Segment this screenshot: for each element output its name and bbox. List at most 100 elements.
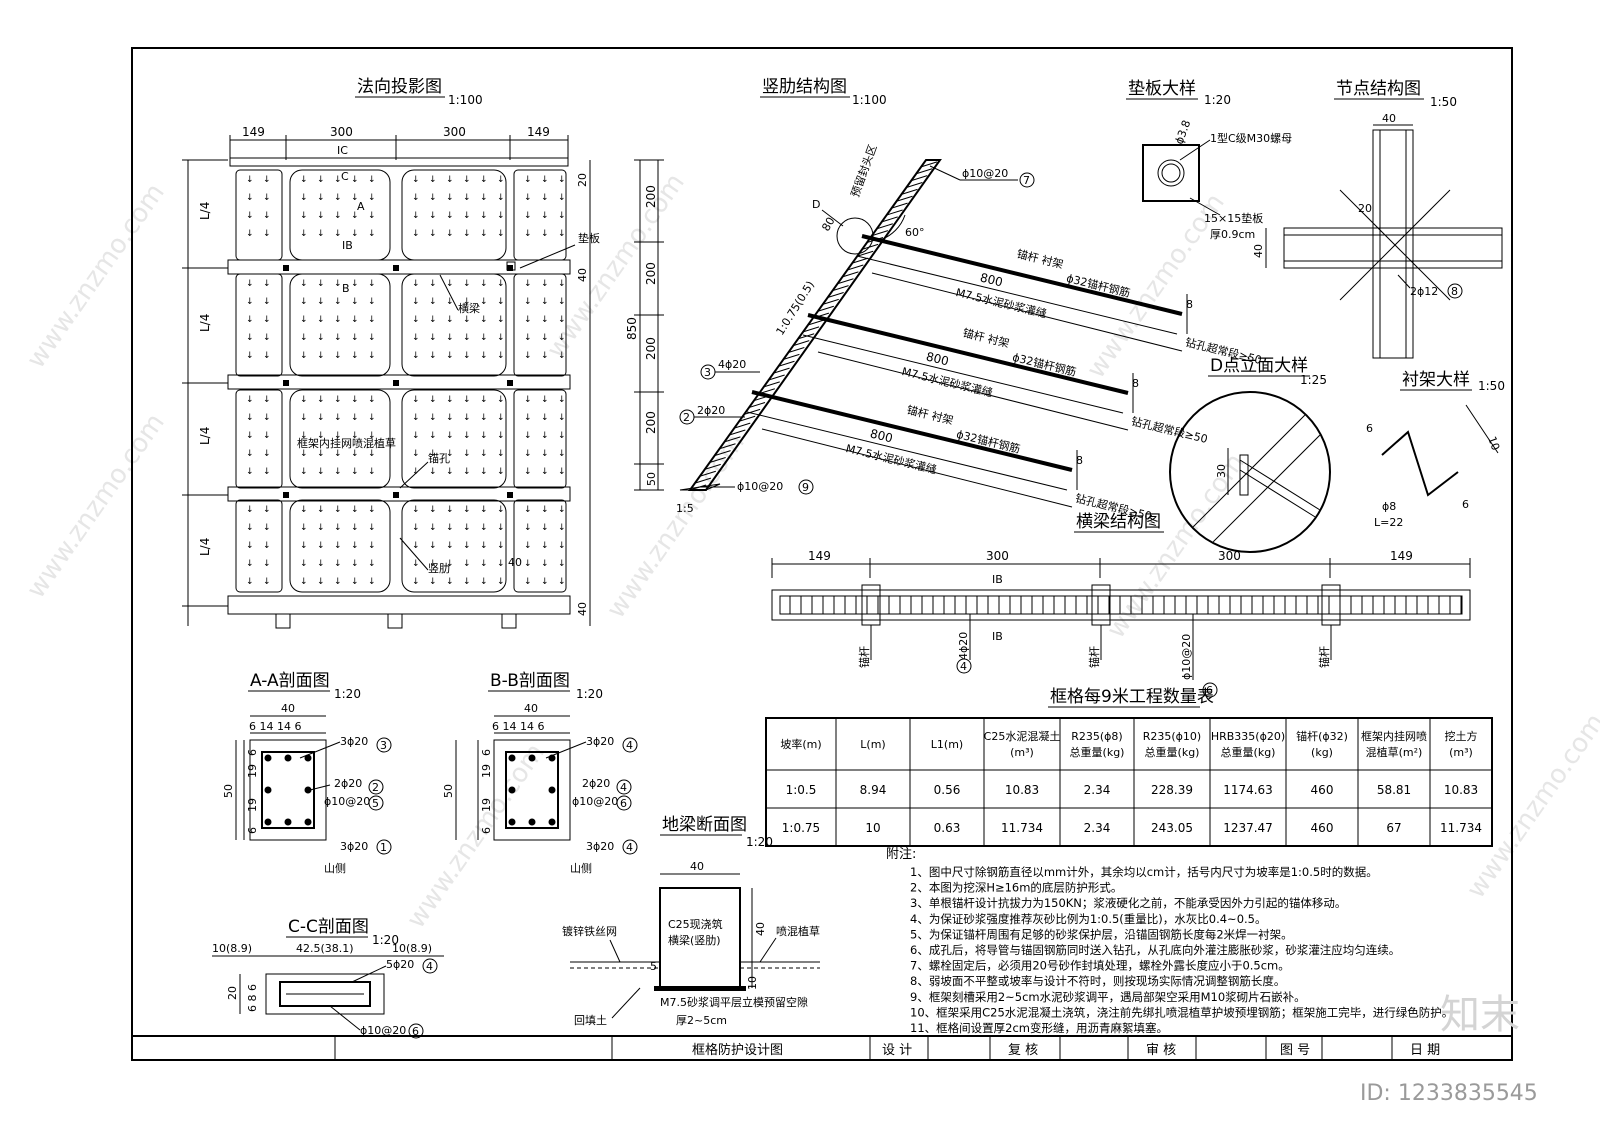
grass-symbol: ↓ bbox=[480, 541, 488, 551]
grass-symbol: ↓ bbox=[463, 211, 471, 221]
grass-symbol: ↓ bbox=[334, 413, 342, 423]
grass-symbol: ↓ bbox=[429, 577, 437, 587]
grass-symbol: ↓ bbox=[558, 333, 566, 343]
grass-symbol: ↓ bbox=[541, 431, 549, 441]
grass-symbol: ↓ bbox=[412, 467, 420, 477]
grass-symbol: ↓ bbox=[351, 211, 359, 221]
table-cell: 1:0.75 bbox=[782, 821, 820, 835]
grass-symbol: ↓ bbox=[412, 315, 420, 325]
node-d20: 20 bbox=[1358, 202, 1372, 215]
grass-symbol: ↓ bbox=[446, 395, 454, 405]
lining-title: 衬架大样 bbox=[1402, 370, 1470, 390]
grass-symbol: ↓ bbox=[300, 395, 308, 405]
rib-stirrup-line bbox=[802, 326, 820, 333]
grass-symbol: ↓ bbox=[463, 559, 471, 569]
grass-symbol: ↓ bbox=[541, 333, 549, 343]
grass-symbol: ↓ bbox=[429, 297, 437, 307]
anchor-length: 800 bbox=[979, 270, 1005, 289]
grass-symbol: ↓ bbox=[368, 541, 376, 551]
note-item: 8、弱坡面不平整或坡率与设计不符时，则按现场实际情况调整钢筋长度。 bbox=[910, 974, 1285, 988]
grass-symbol: ↓ bbox=[524, 577, 532, 587]
grass-symbol: ↓ bbox=[524, 175, 532, 185]
grass-symbol: ↓ bbox=[541, 211, 549, 221]
anchor-diameter: 8 bbox=[1186, 298, 1193, 311]
rib-stirrup-line bbox=[734, 422, 751, 429]
aa-b2: 2ϕ20 bbox=[334, 777, 362, 790]
anchor-node bbox=[507, 492, 513, 498]
rib-stirrup-line bbox=[920, 161, 938, 168]
dim-149-left: 149 bbox=[242, 125, 265, 139]
grass-symbol: ↓ bbox=[368, 467, 376, 477]
grass-symbol: ↓ bbox=[412, 175, 420, 185]
grass-symbol: ↓ bbox=[541, 449, 549, 459]
grass-symbol: ↓ bbox=[334, 577, 342, 587]
grass-symbol: ↓ bbox=[524, 193, 532, 203]
rib-stirrup-line bbox=[837, 278, 854, 285]
bb-hsub-mid1: 19 bbox=[480, 764, 493, 778]
grass-symbol: ↓ bbox=[412, 279, 420, 289]
table-cell: 460 bbox=[1311, 821, 1334, 835]
section-cc-scale: 1:20 bbox=[372, 933, 399, 947]
angle-60: 60° bbox=[905, 226, 925, 239]
pad-nut: 1型C级M30螺母 bbox=[1210, 131, 1292, 145]
grass-symbol: ↓ bbox=[317, 505, 325, 515]
aa-b3-no: 3 bbox=[380, 739, 387, 752]
grass-symbol: ↓ bbox=[524, 431, 532, 441]
grass-symbol: ↓ bbox=[412, 333, 420, 343]
frame-cell bbox=[289, 389, 391, 489]
dim-40-a: 40 bbox=[576, 268, 589, 282]
rib-stirrup-bottom: ϕ10@20 bbox=[737, 480, 783, 493]
table-cell: 228.39 bbox=[1151, 783, 1193, 797]
grass-symbol: ↓ bbox=[368, 523, 376, 533]
bb-side: 山侧 bbox=[570, 862, 592, 875]
grass-symbol: ↓ bbox=[351, 467, 359, 477]
rib-stirrup-line bbox=[694, 477, 712, 484]
grass-symbol: ↓ bbox=[317, 413, 325, 423]
grass-symbol: ↓ bbox=[317, 279, 325, 289]
label-hole: 锚孔 bbox=[428, 451, 450, 465]
grass-symbol: ↓ bbox=[300, 229, 308, 239]
grass-symbol: ↓ bbox=[334, 505, 342, 515]
note-item: 7、螺栓固定后，必须用20号砂作封填处理，螺栓外露长度应小于0.5cm。 bbox=[910, 959, 1290, 973]
table-header: (m³) bbox=[1010, 746, 1034, 759]
grass-symbol: ↓ bbox=[429, 351, 437, 361]
node-bar: 2ϕ12 bbox=[1410, 285, 1438, 298]
grass-symbol: ↓ bbox=[351, 333, 359, 343]
grass-symbol: ↓ bbox=[246, 351, 254, 361]
grass-symbol: ↓ bbox=[317, 541, 325, 551]
node-d40: 40 bbox=[1252, 244, 1265, 258]
rib-stirrup-line bbox=[739, 415, 756, 422]
aa-b1-no: 1 bbox=[380, 841, 387, 854]
node-w: 40 bbox=[1382, 112, 1396, 125]
grass-symbol: ↓ bbox=[351, 431, 359, 441]
rib-stirrup-line bbox=[763, 381, 780, 388]
grass-symbol: ↓ bbox=[317, 297, 325, 307]
anchor-node bbox=[507, 380, 513, 386]
ground-body1: C25现浇筑 bbox=[668, 917, 723, 931]
grass-symbol: ↓ bbox=[351, 413, 359, 423]
beam-ib-top: IB bbox=[992, 573, 1003, 586]
grass-symbol: ↓ bbox=[263, 175, 271, 185]
grass-symbol: ↓ bbox=[300, 193, 308, 203]
label-b: B bbox=[342, 282, 350, 295]
cc-bar: 5ϕ20 bbox=[386, 958, 414, 971]
anchor-node bbox=[507, 265, 513, 271]
grass-symbol: ↓ bbox=[263, 315, 271, 325]
beam-anchor-2: 锚杆 bbox=[1087, 646, 1101, 668]
rib-stirrup-line bbox=[896, 195, 913, 202]
aa-hsub-mid1: 19 bbox=[246, 764, 259, 778]
grass-symbol: ↓ bbox=[317, 467, 325, 477]
grass-symbol: ↓ bbox=[300, 297, 308, 307]
grass-symbol: ↓ bbox=[480, 333, 488, 343]
frame-cell bbox=[235, 169, 283, 261]
drawing-name: 框格防护设计图 bbox=[692, 1042, 783, 1058]
grass-symbol: ↓ bbox=[300, 449, 308, 459]
grass-symbol: ↓ bbox=[412, 449, 420, 459]
rib-stirrup-line bbox=[822, 298, 839, 305]
label-grass: 框架内挂网喷混植草 bbox=[297, 436, 396, 450]
grass-symbol: ↓ bbox=[317, 449, 325, 459]
grass-symbol: ↓ bbox=[368, 333, 376, 343]
grass-symbol: ↓ bbox=[368, 297, 376, 307]
grass-symbol: ↓ bbox=[351, 395, 359, 405]
rib-dim-200-2: 200 bbox=[644, 262, 658, 285]
